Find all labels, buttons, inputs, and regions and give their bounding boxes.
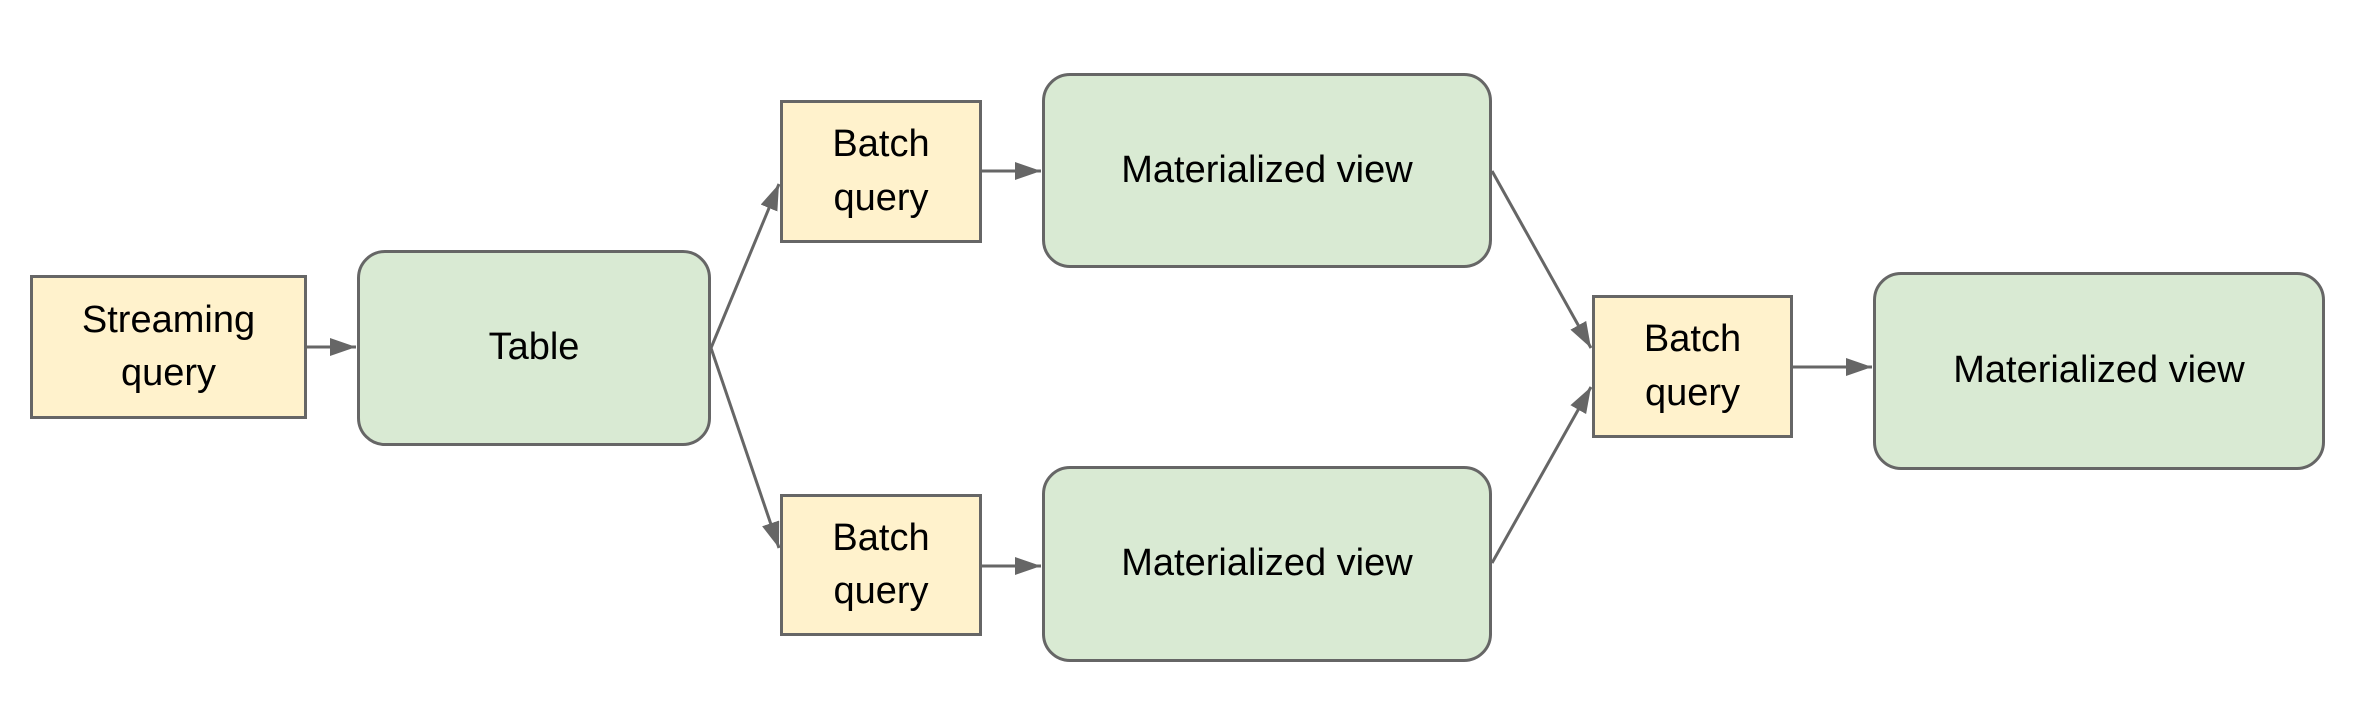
- node-batch-query-bottom-label: Batch: [832, 516, 930, 559]
- edge-materialized-view-top-to-batch-query-merge: [1490, 170, 1593, 349]
- node-batch-query-bottom: Batch query: [780, 494, 982, 636]
- node-table: Table: [357, 250, 711, 446]
- node-materialized-view-top-label: Materialized view: [1121, 148, 1413, 191]
- node-batch-query-merge-label: query: [1644, 371, 1741, 414]
- edge-table-to-batch-query-bottom: [709, 347, 781, 549]
- node-materialized-view-bottom: Materialized view: [1042, 466, 1492, 662]
- edge-table-to-batch-query-top: [709, 183, 781, 349]
- node-batch-query-merge: Batch query: [1592, 295, 1793, 438]
- node-batch-query-top-label: Batch: [832, 123, 930, 166]
- node-materialized-view-final: Materialized view: [1873, 272, 2325, 470]
- node-batch-query-bottom-label: query: [833, 570, 929, 612]
- node-materialized-view-top: Materialized view: [1042, 73, 1492, 268]
- node-streaming-query-label: query: [120, 352, 217, 394]
- node-streaming-query-label: Streaming: [81, 298, 256, 341]
- node-batch-query-top-label: query: [833, 176, 929, 219]
- node-table-label: Table: [488, 326, 580, 369]
- node-materialized-view-bottom-label: Materialized view: [1121, 542, 1413, 585]
- edge-materialized-view-bottom-to-batch-query-merge: [1490, 386, 1593, 564]
- node-materialized-view-final-label: Materialized view: [1953, 349, 2245, 392]
- node-batch-query-top: Batch query: [780, 100, 982, 243]
- node-streaming-query: Streaming query: [30, 275, 307, 419]
- node-batch-query-merge-label: Batch: [1643, 318, 1742, 361]
- edge-group: [307, 162, 1872, 575]
